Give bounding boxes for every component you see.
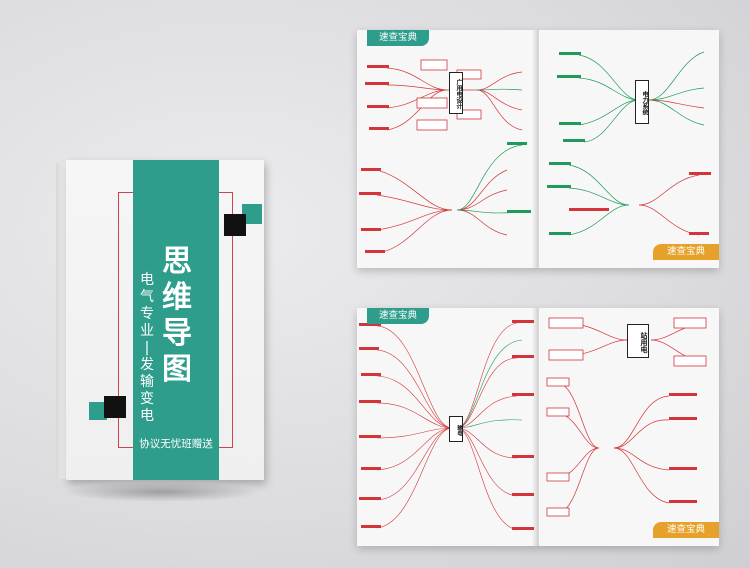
spread-2-left-center-label: 输电 — [456, 424, 462, 436]
spread-1-left-center-label: 广用电设计 — [455, 79, 462, 109]
cover-title-char: 思 — [162, 244, 194, 279]
cover-square-black-bottom — [104, 396, 126, 418]
spread-2-tab-top: 速查宝典 — [367, 308, 430, 324]
cover-title-char: 导 — [162, 316, 194, 351]
cover-subtitle-char: 输 — [140, 374, 154, 390]
spread-2-right-center-label: 站用电 — [640, 331, 648, 353]
spread-1-right-center-node: 电力系统 — [635, 80, 649, 124]
cover-red-frame-left — [118, 192, 135, 448]
cover-footer-text: 协议无忧班赠送 — [139, 438, 213, 450]
spread-2: 输电 速查宝典 站用电 — [357, 308, 719, 546]
spread-2-right-page: 站用电 速查宝典 — [539, 308, 719, 546]
spread-2-right-mindmap — [546, 317, 707, 517]
spread-1-right-mindmap — [547, 51, 711, 236]
cover-subtitle-char: 电 — [140, 272, 154, 288]
spread-1-tab-top: 速查宝典 — [367, 30, 430, 46]
cover-red-frame-right — [218, 192, 233, 448]
book-cover: 思 维 导 图 电 气 专 业 | 发 输 变 电 协议无忧班赠送 — [66, 160, 264, 480]
cover-square-teal-bottom — [89, 402, 107, 420]
spread-2-left-mindmap — [359, 320, 534, 531]
cover-teal-band: 思 维 导 图 电 气 专 业 | 发 输 变 电 协议无忧班赠送 — [133, 160, 219, 480]
spread-2-right-center-node: 站用电 — [627, 324, 649, 358]
book-shadow — [62, 482, 262, 502]
cover-title-char: 图 — [162, 352, 194, 387]
spread-1-left-mindmap — [359, 59, 531, 253]
spread-1-right-page: 电力系统 速查宝典 — [539, 30, 719, 268]
cover-subtitle-char: 变 — [140, 391, 154, 407]
spread-2-tab-bottom: 速查宝典 — [652, 522, 719, 538]
cover-square-black-top — [224, 214, 246, 236]
cover-subtitle-left: 电 气 专 业 | 发 输 变 电 — [137, 272, 157, 425]
cover-square-teal-top — [242, 204, 262, 224]
spread-1-tab-bottom: 速查宝典 — [652, 244, 719, 260]
cover-subtitle-char: 电 — [140, 408, 154, 424]
spread-2-left-center-node: 输电 — [449, 416, 463, 442]
spread-1: 广用电设计 速查宝典 — [357, 30, 719, 268]
spread-1-left-page: 广用电设计 速查宝典 — [357, 30, 537, 268]
cover-title-char: 维 — [162, 280, 194, 315]
cover-subtitle-char: 发 — [140, 357, 154, 373]
spread-2-left-page: 输电 速查宝典 — [357, 308, 537, 546]
cover-subtitle-char: 专 — [140, 306, 154, 322]
spread-1-right-center-label: 电力系统 — [641, 91, 648, 115]
cover-subtitle-char: 气 — [140, 289, 154, 305]
cover-title: 思 维 导 图 — [158, 244, 198, 388]
cover-subtitle-char: 业 — [140, 323, 154, 339]
cover-subtitle-char: | — [144, 340, 150, 356]
spread-1-left-center-node: 广用电设计 — [449, 72, 463, 114]
book-spine — [56, 163, 68, 479]
